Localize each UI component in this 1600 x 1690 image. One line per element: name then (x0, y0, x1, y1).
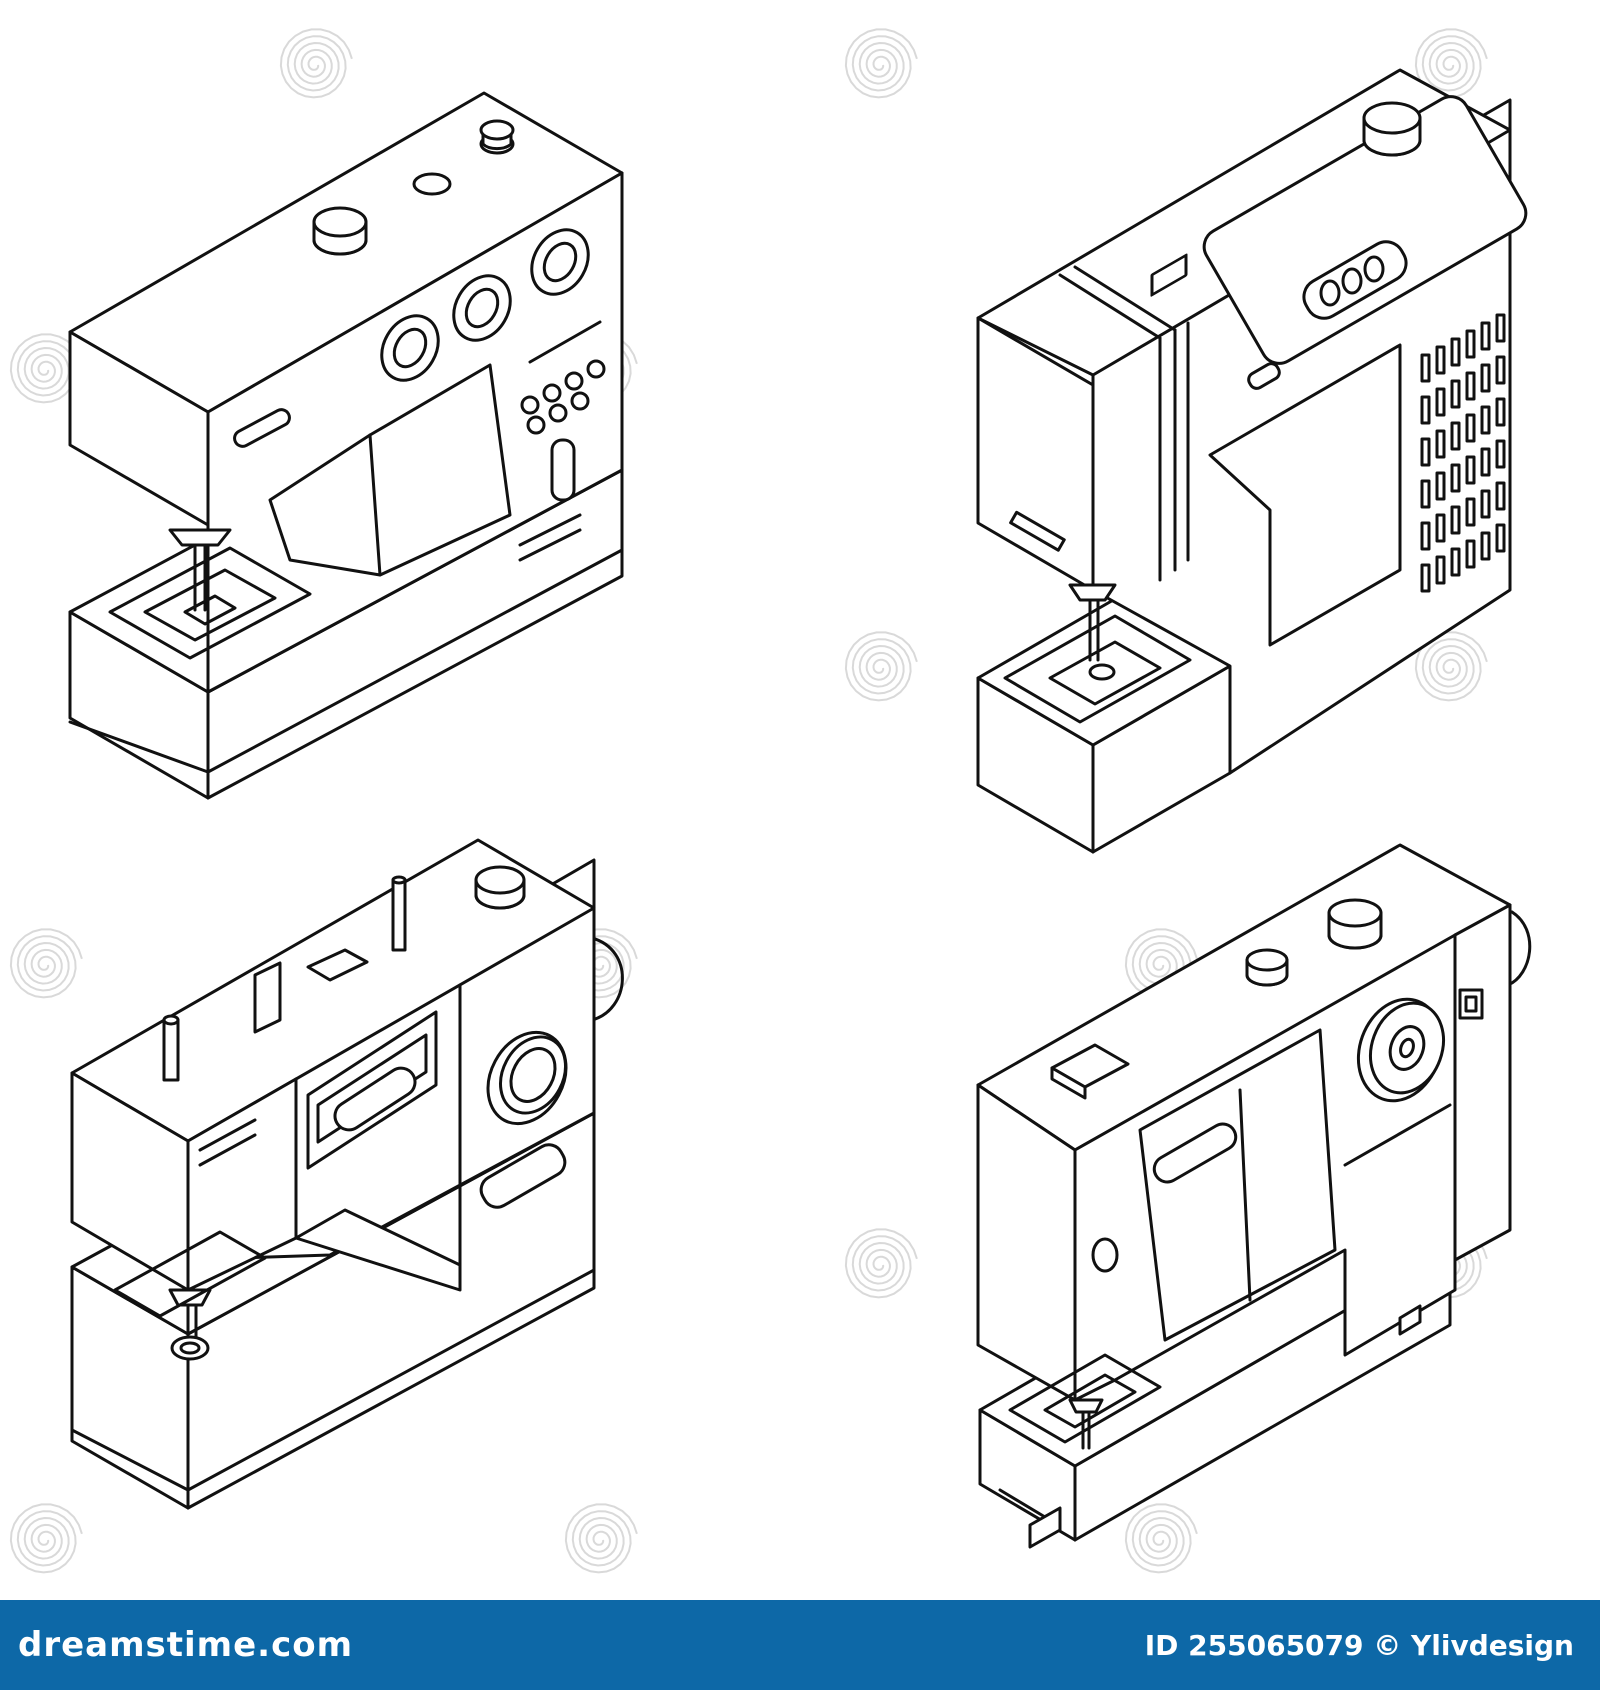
vent-slot (1495, 397, 1506, 427)
vent-slot (1465, 497, 1476, 527)
brand-logo-text[interactable]: dreamstime.com (18, 1625, 354, 1665)
sewing-machine-spool-pins-icon (70, 838, 624, 1510)
watermark-spiral (1124, 1503, 1198, 1574)
image-credit: ID 255065079 © Ylivdesign (1144, 1628, 1574, 1662)
vent-slot (1450, 505, 1461, 535)
watermark-spiral (9, 1503, 83, 1574)
vent-slot (1495, 313, 1506, 343)
footer-bar: dreamstime.com ID 255065079 © Ylivdesign (0, 1600, 1600, 1690)
vent-slot (1420, 395, 1431, 425)
vent-slot (1435, 555, 1446, 585)
vent-slot (1465, 371, 1476, 401)
watermark-spiral (844, 1228, 918, 1299)
watermark-spiral (1414, 28, 1488, 99)
vent-slot (1495, 355, 1506, 385)
vent-slot (1465, 455, 1476, 485)
vent-slot (1480, 531, 1491, 561)
vent-slot (1450, 379, 1461, 409)
vent-slot (1480, 363, 1491, 393)
vent-slot (1435, 345, 1446, 375)
watermark-spiral (564, 1503, 638, 1574)
sewing-machine-vent-panel-icon (976, 68, 1528, 854)
vent-slot (1495, 439, 1506, 469)
vent-slot (1420, 479, 1431, 509)
vent-slot (1450, 337, 1461, 367)
vent-slot (1420, 563, 1431, 593)
vent-slot (1495, 481, 1506, 511)
watermark-spiral (1414, 631, 1488, 702)
vent-slot (1465, 329, 1476, 359)
vent-slot (1465, 539, 1476, 569)
vent-slot (1450, 463, 1461, 493)
vent-slot (1480, 447, 1491, 477)
vent-slot (1450, 547, 1461, 577)
vent-slot (1495, 523, 1506, 553)
watermark-spiral (279, 28, 353, 99)
sewing-machine-handwheel-icon (976, 843, 1532, 1549)
vent-slot (1480, 489, 1491, 519)
vent-slot (1420, 521, 1431, 551)
vent-slot (1435, 471, 1446, 501)
watermark-spiral (9, 928, 83, 999)
vent-slot (1450, 421, 1461, 451)
watermark-spiral (9, 333, 83, 404)
watermark-spiral (844, 28, 918, 99)
vent-slot (1480, 321, 1491, 351)
illustration (9, 28, 1532, 1574)
vent-slot (1435, 513, 1446, 543)
vent-slot (1480, 405, 1491, 435)
watermark-spiral (844, 631, 918, 702)
vent-slot (1435, 387, 1446, 417)
vent-slot (1435, 429, 1446, 459)
vent-slot (1420, 437, 1431, 467)
sewing-machine-dials-keypad-icon (68, 91, 624, 800)
vent-slot (1465, 413, 1476, 443)
vent-slot (1420, 353, 1431, 383)
